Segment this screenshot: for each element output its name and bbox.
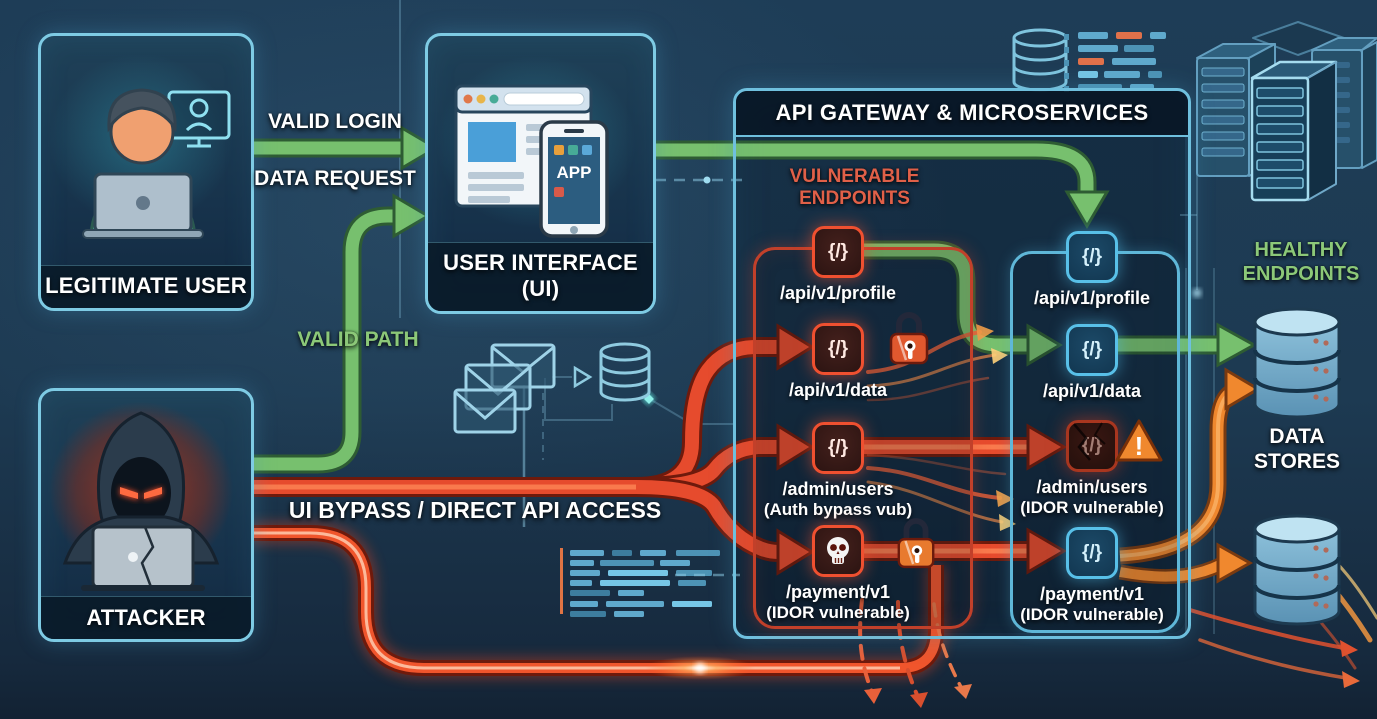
endpoint-note: (IDOR vulnerable) — [1020, 498, 1164, 517]
code-endpoint-icon: {/} — [812, 226, 864, 278]
endpoint-path-label: /admin/users — [1036, 477, 1148, 497]
valid-login-label: VALID LOGIN — [268, 110, 402, 133]
red-paths — [250, 323, 1067, 680]
code-endpoint-icon: {/} — [1066, 324, 1118, 376]
user-interface-box: APP USER INTERFACE (UI) — [425, 33, 656, 314]
healthy-endpoints-label: HEALTHY ENDPOINTS — [1242, 239, 1360, 285]
code-endpoint-icon: {/} — [812, 422, 864, 474]
data-store-bottom — [1253, 514, 1341, 626]
legitimate-user-box: LEGITIMATE USER — [38, 33, 254, 311]
endpoint-note: (IDOR vulnerable) — [766, 603, 910, 622]
data-stores-label: DATA STORES — [1254, 425, 1340, 473]
green-paths — [250, 125, 1258, 474]
skull-icon — [827, 537, 849, 564]
attacker-box: ATTACKER — [38, 388, 254, 642]
crack-overlay — [1073, 422, 1106, 461]
endpoint-vulnerable-payment: /payment/v1 (IDOR vulnerable) — [738, 525, 938, 623]
skull-endpoint-icon — [812, 525, 864, 577]
legitimate-user-icon — [49, 54, 233, 239]
app-badge: APP — [557, 163, 592, 182]
api-gateway-title: API GATEWAY & MICROSERVICES — [736, 91, 1188, 137]
legitimate-user-label: LEGITIMATE USER — [41, 265, 251, 308]
attacker-label: ATTACKER — [41, 596, 251, 639]
broken-code-endpoint-icon: {/} — [1066, 420, 1118, 472]
endpoint-gateway-profile: {/} /api/v1/profile — [992, 231, 1192, 309]
endpoint-note: (IDOR vulnerable) — [1020, 605, 1164, 624]
user-interface-label: USER INTERFACE (UI) — [428, 242, 653, 311]
endpoint-path-label: /api/v1/profile — [1033, 288, 1151, 308]
endpoint-vulnerable-profile: {/} /api/v1/profile — [738, 226, 938, 304]
code-endpoint-icon: {/} — [1066, 231, 1118, 283]
warning-glyph: ! — [1135, 431, 1144, 461]
server-racks — [1196, 21, 1377, 202]
envelope-icons — [453, 343, 556, 434]
data-store-top — [1253, 307, 1341, 419]
code-glyph: {/} — [827, 338, 849, 359]
code-endpoint-icon: {/} — [1066, 527, 1118, 579]
user-interface-icon: APP — [436, 56, 636, 238]
database-outline-mid-icon — [599, 342, 651, 402]
lock-icon — [894, 514, 938, 570]
endpoint-gateway-data: {/} /api/v1/data — [992, 324, 1192, 402]
endpoint-path-label: /api/v1/data — [788, 380, 888, 400]
valid-path-label: VALID PATH — [297, 328, 419, 351]
code-endpoint-icon: {/} — [812, 323, 864, 375]
code-glyph: {/} — [1081, 542, 1103, 563]
database-outline-icon — [1012, 28, 1068, 92]
endpoint-gateway-payment: {/} /payment/v1 (IDOR vulnerable) — [992, 527, 1192, 625]
lock-icon — [886, 308, 932, 366]
vulnerable-endpoints-label: VULNERABLE ENDPOINTS — [789, 166, 920, 209]
code-glyph: {/} — [1081, 339, 1103, 360]
code-glyph: {/} — [827, 437, 849, 458]
code-lines-bottom — [560, 548, 740, 617]
code-glyph: {/} — [1081, 435, 1103, 456]
code-lines-top — [1064, 32, 1166, 92]
endpoint-path-label: /api/v1/profile — [779, 283, 897, 303]
endpoint-vulnerable-admin: {/} /admin/users (Auth bypass vub) — [738, 422, 938, 520]
endpoint-gateway-admin: {/} /admin/users (IDOR vulnerable) — [992, 420, 1192, 518]
endpoint-note: (Auth bypass vub) — [763, 500, 913, 519]
endpoint-path-label: /admin/users — [782, 479, 894, 499]
orange-paths — [1118, 367, 1261, 585]
data-request-label: DATA REQUEST — [254, 167, 416, 190]
code-glyph: {/} — [827, 241, 849, 262]
attacker-icon — [49, 402, 233, 591]
endpoint-path-label: /api/v1/data — [1042, 381, 1142, 401]
warning-icon: ! — [1114, 418, 1164, 464]
endpoint-vulnerable-data: {/} /api/v1/data — [738, 323, 938, 401]
ui-bypass-label: UI BYPASS / DIRECT API ACCESS — [288, 497, 662, 523]
endpoint-path-label: /payment/v1 — [785, 582, 891, 602]
code-glyph: {/} — [1081, 246, 1103, 267]
api-gateway-panel: API GATEWAY & MICROSERVICES — [733, 88, 1191, 639]
endpoint-path-label: /payment/v1 — [1039, 584, 1145, 604]
